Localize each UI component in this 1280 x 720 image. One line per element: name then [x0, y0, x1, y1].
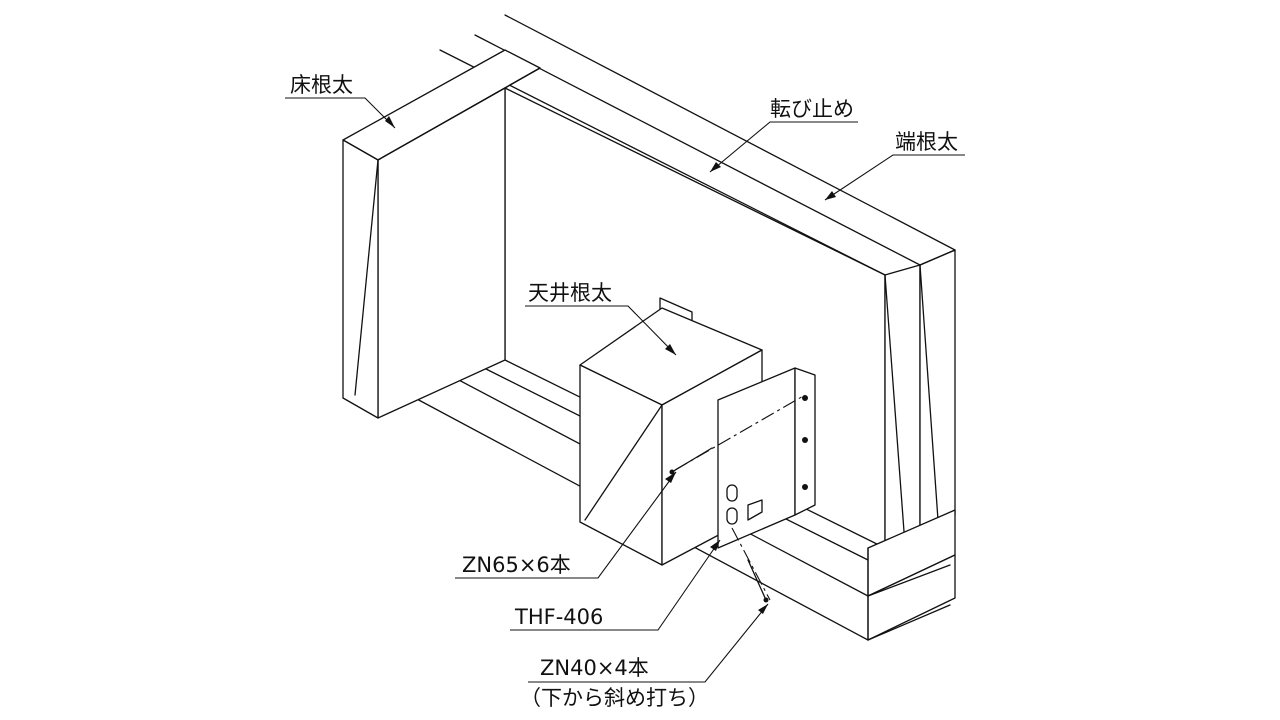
rim-joist-label: 端根太 — [895, 130, 958, 154]
nails-drawing — [669, 394, 806, 603]
nail-zn65-label: ZN65×6本 — [462, 553, 571, 577]
floor-joist-label: 床根太 — [290, 73, 353, 97]
hanger-nail-hole-2 — [802, 437, 808, 443]
floor-joist-drawing — [342, 49, 541, 419]
hanger-nail-hole-1 — [802, 395, 808, 401]
hanger-drawing — [717, 367, 816, 549]
blocking-label: 転び止め — [770, 97, 854, 121]
hanger-label: THF-406 — [514, 605, 603, 629]
leader-lines — [285, 97, 965, 683]
nail-zn40-label: ZN40×4本 — [540, 656, 649, 680]
hanger-slot-lower — [726, 507, 738, 525]
hanger-nail-hole-3 — [802, 484, 808, 490]
hanger-slot-upper — [726, 484, 738, 502]
nail-zn40-note: （下から斜め打ち） — [520, 686, 709, 710]
ceiling-joist-label: 天井根太 — [528, 281, 612, 305]
